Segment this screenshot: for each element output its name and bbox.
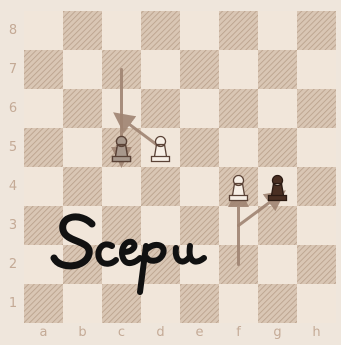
square-h8[interactable] — [297, 11, 336, 50]
square-e2[interactable] — [180, 245, 219, 284]
square-f8[interactable] — [219, 11, 258, 50]
file-label-e: e — [180, 326, 219, 339]
square-g3[interactable] — [258, 206, 297, 245]
square-a1[interactable] — [24, 284, 63, 323]
square-c2[interactable] — [102, 245, 141, 284]
square-b7[interactable] — [63, 50, 102, 89]
squares-layer — [24, 11, 336, 323]
square-d6[interactable] — [141, 89, 180, 128]
square-e4[interactable] — [180, 167, 219, 206]
square-h3[interactable] — [297, 206, 336, 245]
square-c1[interactable] — [102, 284, 141, 323]
square-g6[interactable] — [258, 89, 297, 128]
square-h7[interactable] — [297, 50, 336, 89]
square-a6[interactable] — [24, 89, 63, 128]
square-b8[interactable] — [63, 11, 102, 50]
square-f5[interactable] — [219, 128, 258, 167]
square-e6[interactable] — [180, 89, 219, 128]
square-a2[interactable] — [24, 245, 63, 284]
rank-label-8: 8 — [7, 24, 19, 37]
rank-label-6: 6 — [7, 102, 19, 115]
square-e3[interactable] — [180, 206, 219, 245]
rank-label-5: 5 — [7, 141, 19, 154]
square-b2[interactable] — [63, 245, 102, 284]
file-label-f: f — [219, 326, 258, 339]
square-d4[interactable] — [141, 167, 180, 206]
square-c8[interactable] — [102, 11, 141, 50]
file-label-d: d — [141, 326, 180, 339]
file-label-b: b — [63, 326, 102, 339]
square-c4[interactable] — [102, 167, 141, 206]
square-h1[interactable] — [297, 284, 336, 323]
square-a8[interactable] — [24, 11, 63, 50]
file-label-c: c — [102, 326, 141, 339]
square-d7[interactable] — [141, 50, 180, 89]
chess-board — [24, 11, 336, 323]
square-f7[interactable] — [219, 50, 258, 89]
square-b5[interactable] — [63, 128, 102, 167]
file-label-h: h — [297, 326, 336, 339]
square-h6[interactable] — [297, 89, 336, 128]
board-svg — [24, 11, 336, 323]
square-d3[interactable] — [141, 206, 180, 245]
rank-label-3: 3 — [7, 219, 19, 232]
square-d8[interactable] — [141, 11, 180, 50]
square-d2[interactable] — [141, 245, 180, 284]
square-h5[interactable] — [297, 128, 336, 167]
square-c3[interactable] — [102, 206, 141, 245]
square-g8[interactable] — [258, 11, 297, 50]
rank-label-2: 2 — [7, 258, 19, 271]
file-label-g: g — [258, 326, 297, 339]
square-b3[interactable] — [63, 206, 102, 245]
square-e5[interactable] — [180, 128, 219, 167]
square-g2[interactable] — [258, 245, 297, 284]
square-f6[interactable] — [219, 89, 258, 128]
square-a4[interactable] — [24, 167, 63, 206]
square-d1[interactable] — [141, 284, 180, 323]
square-e7[interactable] — [180, 50, 219, 89]
square-g7[interactable] — [258, 50, 297, 89]
square-g1[interactable] — [258, 284, 297, 323]
square-h2[interactable] — [297, 245, 336, 284]
rank-label-1: 1 — [7, 297, 19, 310]
square-h4[interactable] — [297, 167, 336, 206]
square-f1[interactable] — [219, 284, 258, 323]
square-b4[interactable] — [63, 167, 102, 206]
square-a7[interactable] — [24, 50, 63, 89]
square-a3[interactable] — [24, 206, 63, 245]
square-b1[interactable] — [63, 284, 102, 323]
square-e8[interactable] — [180, 11, 219, 50]
rank-label-4: 4 — [7, 180, 19, 193]
file-label-a: a — [24, 326, 63, 339]
square-e1[interactable] — [180, 284, 219, 323]
square-g5[interactable] — [258, 128, 297, 167]
square-a5[interactable] — [24, 128, 63, 167]
square-b6[interactable] — [63, 89, 102, 128]
rank-label-7: 7 — [7, 63, 19, 76]
